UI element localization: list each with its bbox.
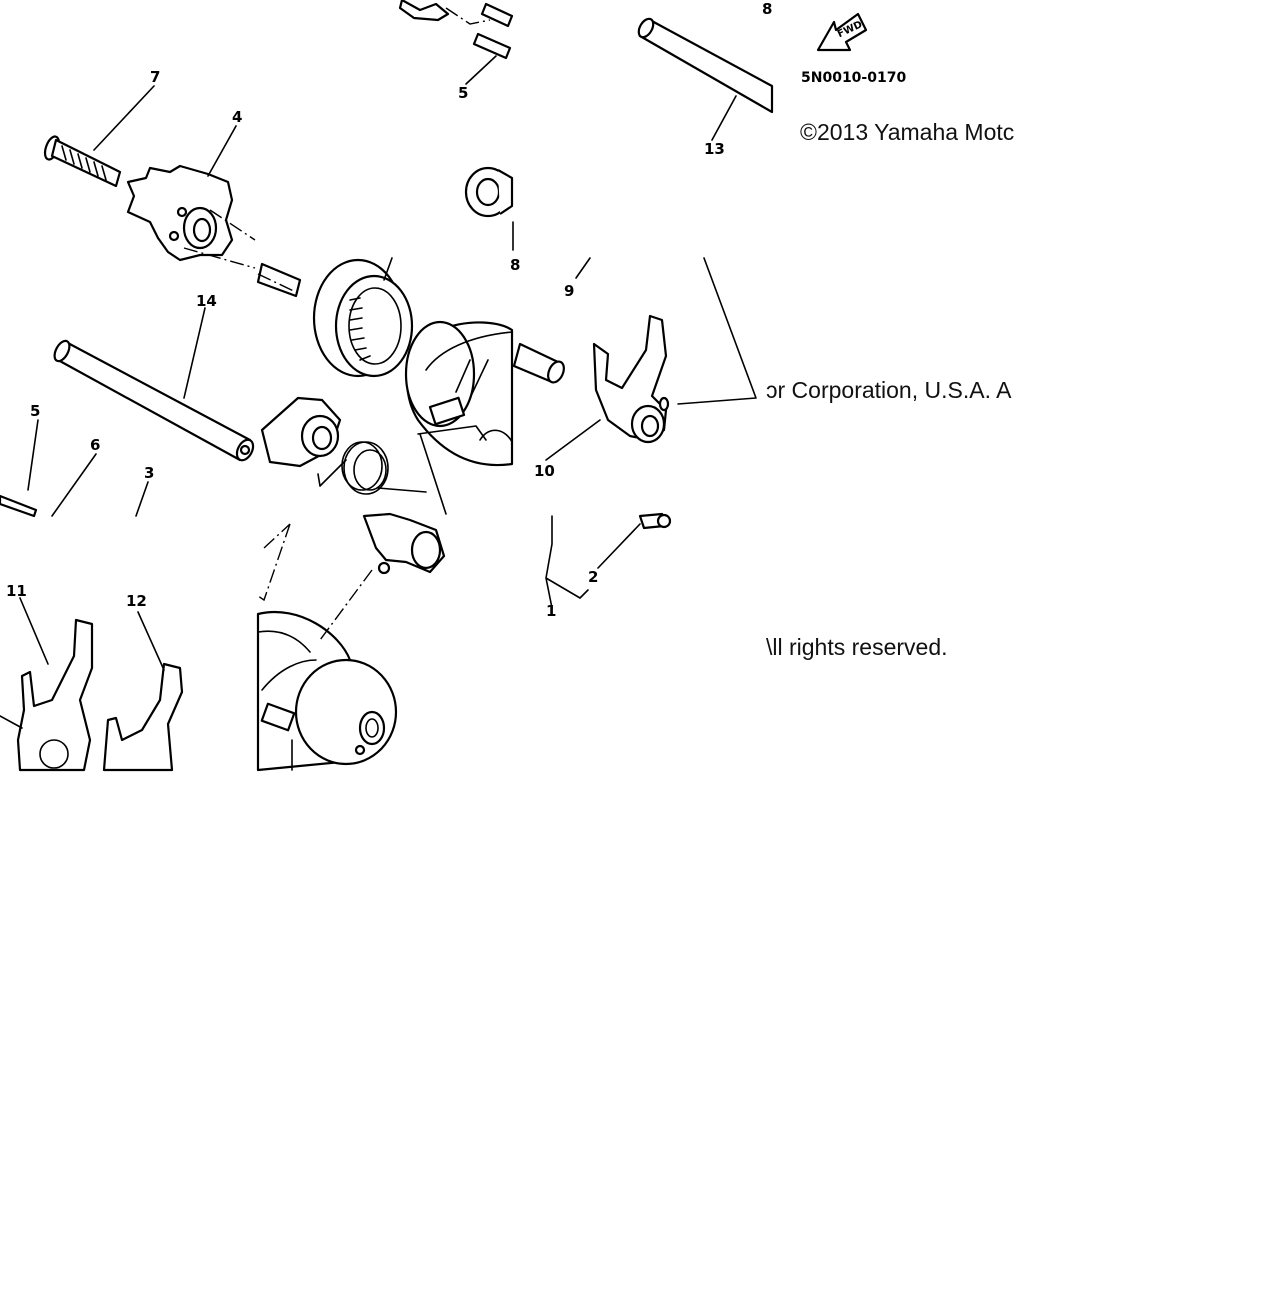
callout-9: 9 bbox=[564, 282, 574, 300]
cam-pin bbox=[512, 342, 565, 384]
leader-lines bbox=[0, 55, 757, 771]
empty-area bbox=[0, 772, 1285, 1285]
callout-3: 3 bbox=[144, 464, 154, 482]
copyright-line-3: \ll rights reserved. bbox=[766, 634, 948, 660]
stopper-lever bbox=[260, 396, 342, 468]
callout-labels: 7 4 5 5 14 6 3 11 12 13 8 8 9 10 2 1 bbox=[6, 0, 772, 620]
drawing-code: 5N0010-0170 bbox=[801, 70, 906, 86]
copyright-line-2: ɔr Corporation, U.S.A. A bbox=[766, 377, 1012, 403]
torsion-spring bbox=[317, 441, 427, 495]
callout-6: 6 bbox=[90, 436, 100, 454]
callout-13: 13 bbox=[704, 140, 725, 158]
part-10-shift-fork bbox=[592, 314, 670, 444]
fork-lower-center bbox=[362, 512, 446, 575]
part-11-shift-fork bbox=[16, 618, 94, 772]
part-2-pin bbox=[638, 512, 672, 530]
empty-right-area bbox=[1030, 0, 1285, 772]
part-12-shift-fork bbox=[102, 662, 184, 772]
part-5-pin-lower bbox=[0, 494, 38, 518]
fwd-arrow-icon: FWD bbox=[816, 12, 868, 52]
part-8-collar bbox=[464, 166, 514, 218]
shift-cam-drum bbox=[404, 320, 514, 467]
callout-7: 7 bbox=[150, 68, 160, 86]
callout-8: 8 bbox=[510, 256, 520, 274]
callout-11: 11 bbox=[6, 582, 27, 600]
part-7-screw bbox=[43, 135, 122, 188]
callout-5: 5 bbox=[30, 402, 40, 420]
callout-4: 4 bbox=[232, 108, 242, 126]
shift-cam-drum-lower bbox=[256, 611, 398, 772]
callout-8: 8 bbox=[762, 0, 772, 18]
callout-2: 2 bbox=[588, 568, 598, 586]
bearing bbox=[312, 258, 414, 378]
callout-12: 12 bbox=[126, 592, 147, 610]
callout-1: 1 bbox=[546, 602, 556, 620]
part-4-segment bbox=[126, 164, 234, 262]
copyright-line-1: ©2013 Yamaha Motc bbox=[800, 119, 1014, 145]
part-5-pins-top bbox=[398, 0, 514, 60]
callout-10: 10 bbox=[534, 462, 555, 480]
part-14-shaft bbox=[53, 339, 255, 462]
part-13-shaft bbox=[637, 17, 774, 114]
callout-5: 5 bbox=[458, 84, 468, 102]
callout-14: 14 bbox=[196, 292, 217, 310]
